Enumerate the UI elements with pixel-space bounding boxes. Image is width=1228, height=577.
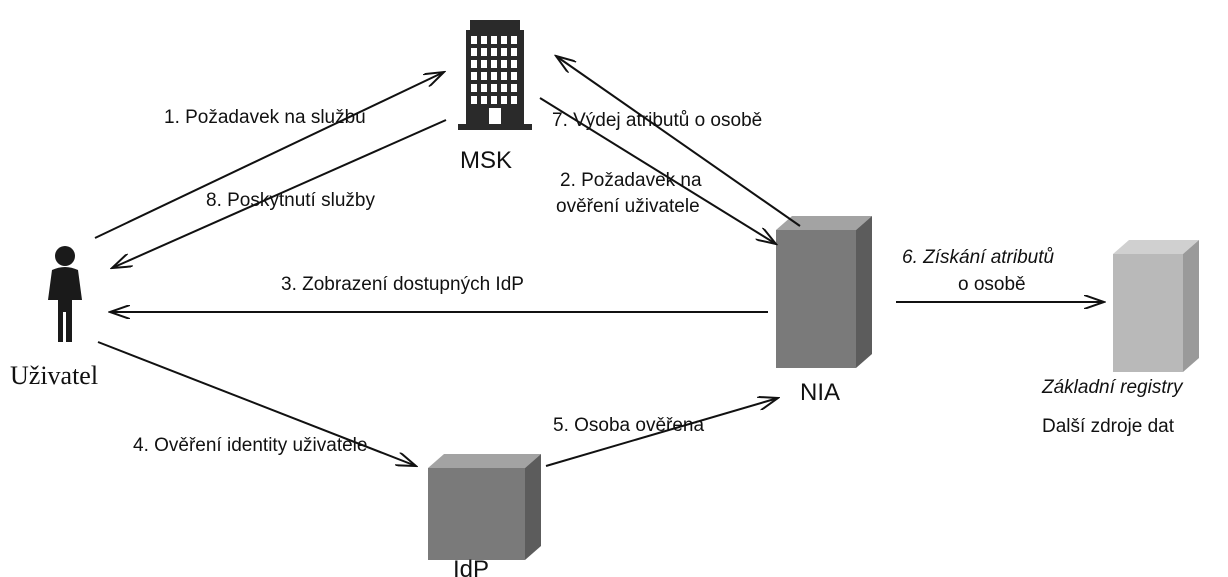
- step-5-label: 5. Osoba ověřena: [553, 415, 704, 436]
- cube-icon: [1113, 240, 1199, 372]
- cube-icon: [428, 454, 541, 560]
- arrow-step-8: [112, 119, 447, 268]
- cube-icon: [776, 216, 872, 368]
- person-icon: [48, 246, 82, 342]
- idp-label: IdP: [453, 556, 489, 577]
- step-6-label-1: 6. Získání atributů: [902, 247, 1055, 268]
- office-building-icon: [458, 20, 532, 130]
- arrow-step-4: [97, 341, 416, 466]
- step-2-label-2: ověření uživatele: [556, 196, 700, 217]
- step-1-label: 1. Požadavek na službu: [164, 107, 366, 128]
- step-2-label-1: 2. Požadavek na: [560, 170, 702, 191]
- user-node: Uživatel: [10, 246, 98, 390]
- step-6-label-2: o osobě: [958, 274, 1026, 295]
- registry-label-2: Další zdroje dat: [1042, 416, 1175, 437]
- step-3-label: 3. Zobrazení dostupných IdP: [281, 274, 524, 295]
- nia-label: NIA: [800, 379, 840, 406]
- registry-label-1: Základní registry: [1041, 377, 1184, 398]
- step-4-label: 4. Ověření identity uživatele: [133, 435, 367, 456]
- arrow-step-7: [556, 56, 801, 227]
- msk-node: MSK: [458, 20, 532, 174]
- msk-label: MSK: [460, 147, 512, 174]
- idp-node: IdP: [428, 454, 541, 577]
- registry-node: Základní registry Další zdroje dat: [1041, 240, 1199, 437]
- user-label: Uživatel: [10, 361, 98, 390]
- nia-node: NIA: [776, 216, 872, 406]
- arrow-step-2: [539, 97, 776, 244]
- arrow-step-5: [545, 398, 778, 467]
- arrow-step-1: [94, 72, 444, 239]
- step-8-label: 8. Poskytnutí služby: [206, 190, 375, 211]
- step-7-label: 7. Výdej atributů o osobě: [552, 110, 762, 131]
